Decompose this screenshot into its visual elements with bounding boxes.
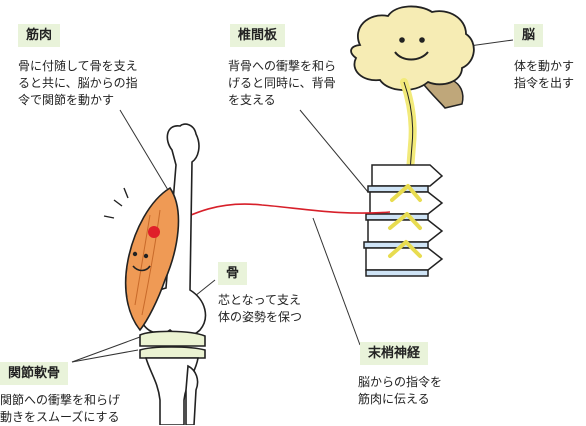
brain-desc-line-2: 指令を出す — [514, 76, 575, 90]
brain-description: 体を動かす 指令を出す — [514, 58, 574, 92]
disc-desc-line-2: げると同時に、背骨 — [228, 76, 336, 90]
disc-desc-line-1: 背骨への衝撃を和ら — [228, 59, 337, 73]
bone-desc-line-2: 体の姿勢を保つ — [218, 310, 303, 324]
nerve-desc-line-1: 脳からの指令を — [358, 375, 443, 389]
intervertebral-disc-description: 背骨への衝撃を和ら げると同時に、背骨 を支える — [228, 58, 336, 109]
brain-desc-line-1: 体を動かす — [514, 59, 575, 73]
spine — [363, 164, 444, 277]
muscle-desc-line-2: ると共に、脳からの指 — [18, 76, 138, 90]
knee-joint — [139, 330, 206, 425]
peripheral-nerve-description: 脳からの指令を 筋肉に伝える — [358, 374, 442, 408]
brain — [350, 5, 475, 109]
cartilage-desc-line-2: 動きをスムーズにする — [0, 410, 120, 424]
muscle — [103, 186, 180, 332]
bone-description: 芯となって支え 体の姿勢を保つ — [218, 292, 302, 326]
muscle-desc-line-1: 骨に付随して骨を支え — [18, 59, 138, 73]
muscle-description: 骨に付随して骨を支え ると共に、脳からの指 令で関節を動かす — [18, 58, 138, 109]
articular-cartilage-label: 関節軟骨 — [0, 362, 69, 385]
nerve-desc-line-2: 筋肉に伝える — [358, 392, 430, 406]
bone-label: 骨 — [218, 262, 248, 285]
cartilage-desc-line-1: 関節への衝撃を和らげ — [0, 393, 121, 407]
muscle-label: 筋肉 — [18, 24, 61, 47]
leader-lines — [71, 39, 514, 363]
muscle-desc-line-3: 令で関節を動かす — [18, 93, 115, 107]
spinal-nerve-branches — [388, 184, 422, 258]
disc-desc-line-3: を支える — [228, 93, 276, 107]
bone-desc-line-1: 芯となって支え — [218, 293, 302, 307]
brain-label: 脳 — [514, 24, 544, 47]
peripheral-nerve-label: 末梢神経 — [360, 342, 429, 365]
intervertebral-disc-label: 椎間板 — [230, 24, 286, 47]
articular-cartilage-description: 関節への衝撃を和らげ 動きをスムーズにする — [0, 392, 120, 426]
